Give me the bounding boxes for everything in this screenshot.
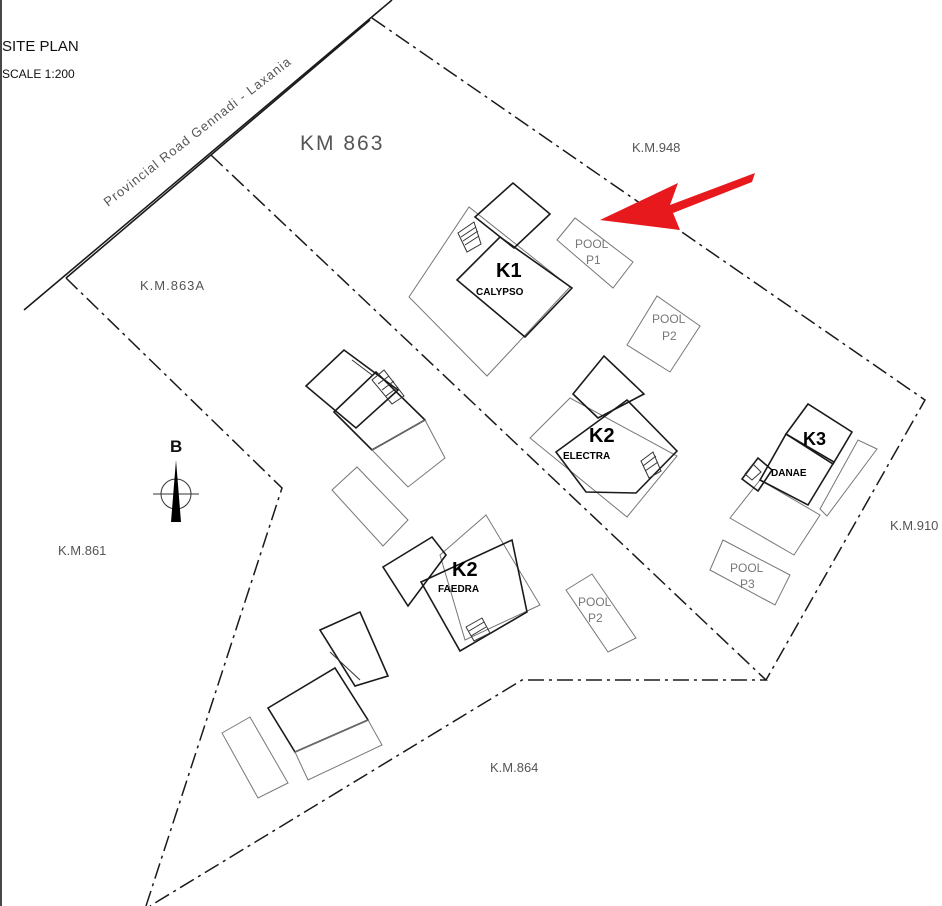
road-edge-upper [65, 19, 371, 279]
pool-p2-upper: POOL P2 [626, 295, 701, 373]
pool-p3: POOL P3 [709, 539, 791, 606]
unnamed-rectangle-middle [331, 466, 409, 547]
boundary-km863a-km864 [149, 154, 768, 906]
plan-title: SITE PLAN [2, 38, 79, 55]
svg-text:POOL: POOL [575, 237, 609, 251]
svg-text:POOL: POOL [652, 312, 686, 326]
building-k2-electra: K2 ELECTRA [529, 354, 679, 518]
parcel-label-km910: K.M.910 [890, 518, 938, 533]
pool-p2-lower: POOL P2 [565, 573, 637, 653]
building-k3-danae: K3 DANAE [729, 402, 878, 556]
building-name: DANAE [771, 468, 807, 479]
north-arrow-icon: B [153, 437, 199, 522]
pool-p1: POOL P1 [556, 217, 634, 289]
parcel-label-km864: K.M.864 [490, 760, 538, 775]
building-unnamed-middle [304, 348, 446, 488]
north-label: B [170, 437, 182, 456]
building-code: K2 [589, 425, 615, 447]
building-code: K3 [803, 429, 826, 449]
svg-text:P2: P2 [662, 329, 677, 343]
road-edge-lower [23, 0, 393, 311]
boundary-west [65, 277, 283, 906]
building-code: K1 [496, 260, 522, 282]
building-k1-calypso: K1 CALYPSO [408, 181, 574, 377]
svg-text:POOL: POOL [730, 561, 764, 575]
svg-text:P2: P2 [588, 611, 603, 625]
building-k2-faedra: K2 FAEDRA [381, 514, 541, 653]
parcel-label-km948: K.M.948 [632, 140, 680, 155]
road-label: Provincial Road Gennadi - Laxania [101, 54, 295, 210]
building-name: CALYPSO [476, 287, 524, 298]
parcel-label-km863a: K.M.863A [140, 278, 205, 293]
unnamed-rectangle-lower [221, 716, 289, 799]
boundary-east [371, 17, 926, 681]
parcel-label-km861: K.M.861 [58, 543, 106, 558]
parcel-label-km863: KM 863 [300, 132, 384, 155]
building-unnamed-lower [266, 610, 390, 781]
building-name: ELECTRA [563, 451, 610, 462]
svg-text:P1: P1 [586, 253, 601, 267]
svg-text:POOL: POOL [578, 595, 612, 609]
building-name: FAEDRA [438, 584, 479, 595]
svg-text:P3: P3 [740, 577, 755, 591]
plan-scale: SCALE 1:200 [2, 67, 75, 81]
red-arrow-icon [600, 173, 755, 230]
building-code: K2 [452, 559, 478, 581]
